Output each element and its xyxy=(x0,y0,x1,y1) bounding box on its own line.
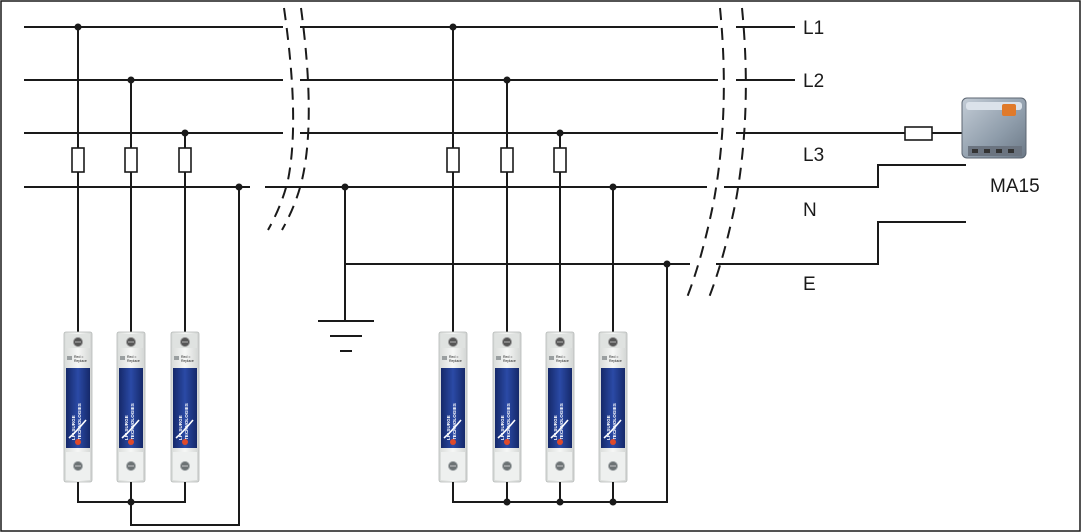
spd-module-right-3 xyxy=(545,331,575,483)
spd-module-right-4 xyxy=(598,331,628,483)
ma15-fuse xyxy=(904,126,933,141)
spd-module-right-2 xyxy=(492,331,522,483)
label-l1: L1 xyxy=(803,18,824,39)
label-ma15: MA15 xyxy=(990,176,1040,197)
spd-module-left-3 xyxy=(170,331,200,483)
ground-symbol xyxy=(318,183,374,352)
fuse-left-l3 xyxy=(178,147,192,173)
label-l2: L2 xyxy=(803,71,824,92)
label-n: N xyxy=(803,200,817,221)
left-spd-group xyxy=(63,23,243,526)
fuse-right-l1 xyxy=(446,147,460,173)
label-l3: L3 xyxy=(803,145,824,166)
fuse-right-l2 xyxy=(500,147,514,173)
ma15-monitor-device xyxy=(961,97,1027,159)
spd-module-left-1 xyxy=(63,331,93,483)
bus-lines xyxy=(24,26,966,265)
line-break-marks xyxy=(267,7,747,301)
fuse-right-l3 xyxy=(553,147,567,173)
spd-module-right-1 xyxy=(438,331,468,483)
label-e: E xyxy=(803,274,816,295)
spd-module-left-2 xyxy=(116,331,146,483)
right-spd-group xyxy=(438,23,671,506)
fuse-left-l2 xyxy=(124,147,138,173)
fuse-left-l1 xyxy=(71,147,85,173)
n-line xyxy=(24,164,966,188)
e-line xyxy=(345,221,966,265)
